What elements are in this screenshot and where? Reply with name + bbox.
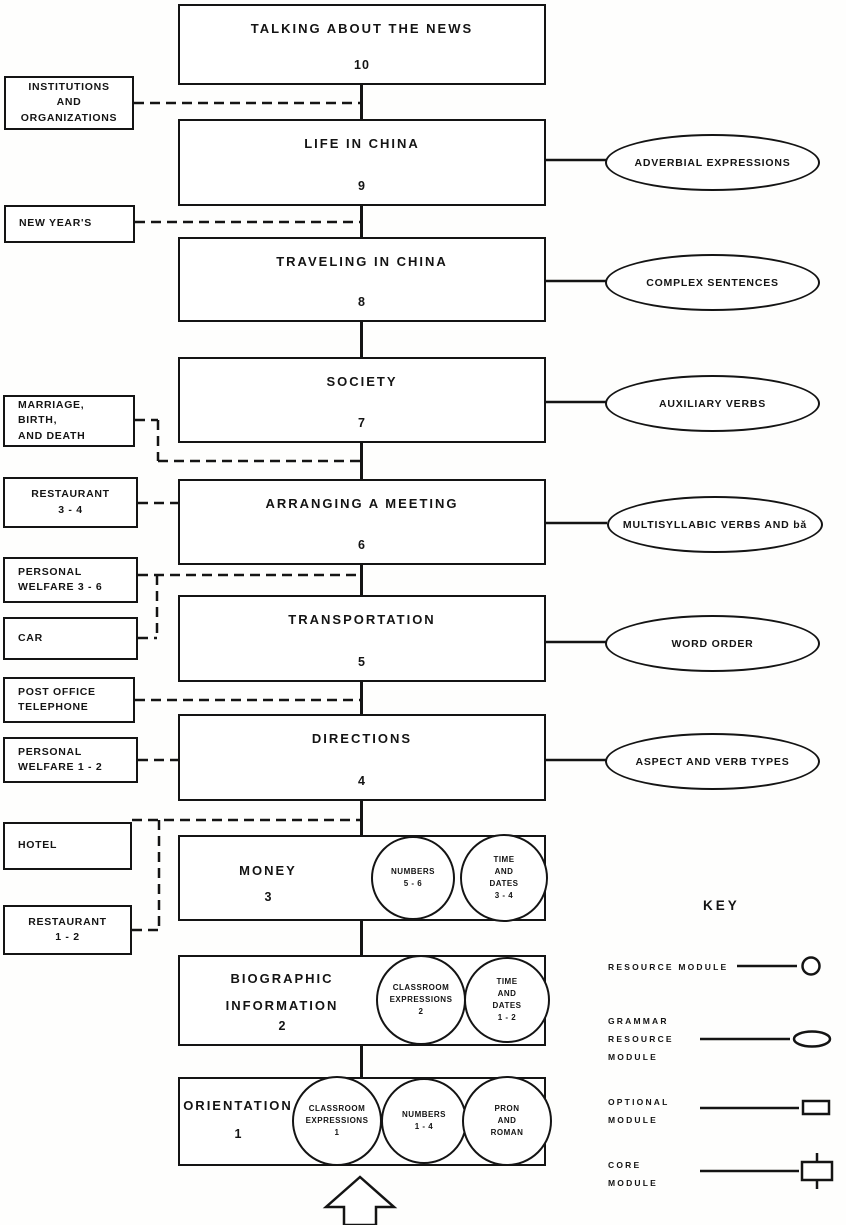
core-module-number: 6 <box>358 538 366 552</box>
core-module-number: 7 <box>358 416 366 430</box>
optional-module-label: CAR <box>18 631 43 644</box>
core-module-title: DIRECTIONS <box>311 731 413 746</box>
core-module-title-block: MONEY 3 <box>208 857 328 904</box>
entry-arrow <box>322 1175 398 1225</box>
grammar-module-label: MULTISYLLABIC VERBS AND bǎ <box>622 518 808 531</box>
grammar-module-label: AUXILIARY VERBS <box>658 397 767 410</box>
core-module-number: 4 <box>358 774 366 788</box>
grammar-module-label: ASPECT AND VERB TYPES <box>635 755 790 768</box>
core-module-number: 2 <box>278 1019 286 1033</box>
grammar-module-label: ADVERBIAL EXPRESSIONS <box>634 156 791 169</box>
core-module-title: SOCIETY <box>326 374 398 389</box>
key-title: KEY <box>703 898 740 913</box>
core-module-title: TRANSPORTATION <box>288 612 436 627</box>
core-module-9: LIFE IN CHINA 9 <box>178 119 546 206</box>
optional-connectors <box>132 101 361 932</box>
core-module-8: TRAVELING IN CHINA 8 <box>178 237 546 322</box>
core-module-7: SOCIETY 7 <box>178 357 546 443</box>
optional-module-label: HOTEL <box>18 839 58 852</box>
core-module-title: TALKING ABOUT THE NEWS <box>250 21 474 36</box>
optional-module-car: CAR <box>3 617 138 660</box>
optional-module-new-years: NEW YEAR'S <box>4 205 135 243</box>
core-module-6: ARRANGING A MEETING 6 <box>178 479 546 565</box>
core-module-title: LIFE IN CHINA <box>304 136 420 151</box>
core-module-number: 1 <box>234 1127 242 1141</box>
grammar-module-adverbial-expressions: ADVERBIAL EXPRESSIONS <box>605 134 820 191</box>
core-module-title: ARRANGING A MEETING <box>265 496 459 511</box>
grammar-module-word-order: WORD ORDER <box>605 615 820 672</box>
grammar-module-auxiliary-verbs: AUXILIARY VERBS <box>605 375 820 432</box>
core-module-number: 3 <box>264 890 272 904</box>
grammar-connectors <box>546 158 607 762</box>
core-module-symbol <box>800 1160 834 1182</box>
core-module-10: TALKING ABOUT THE NEWS 10 <box>178 4 546 85</box>
core-module-title: MONEY <box>239 863 297 878</box>
grammar-module-complex-sentences: COMPLEX SENTENCES <box>605 254 820 311</box>
grammar-module-label: COMPLEX SENTENCES <box>646 276 779 289</box>
core-module-title: ORIENTATION <box>183 1098 293 1113</box>
core-module-title-block: ORIENTATION 1 <box>182 1092 294 1141</box>
grammar-module-multisyllabic-verbs: MULTISYLLABIC VERBS AND bǎ <box>607 496 823 553</box>
key-item-resource-module: RESOURCE MODULE <box>608 962 729 972</box>
optional-module-label: NEW YEAR'S <box>19 217 92 230</box>
optional-module-label: MARRIAGE,BIRTH,AND DEATH <box>18 399 86 442</box>
core-module-number: 8 <box>358 295 366 309</box>
key-symbols <box>700 956 834 1189</box>
grammar-module-label: WORD ORDER <box>671 637 754 650</box>
core-module-5: TRANSPORTATION 5 <box>178 595 546 682</box>
optional-module-marriage-birth-death: MARRIAGE,BIRTH,AND DEATH <box>3 395 135 447</box>
core-module-title: TRAVELING IN CHINA <box>276 254 448 269</box>
core-module-4: DIRECTIONS 4 <box>178 714 546 801</box>
grammar-resource-module-symbol <box>792 1030 832 1048</box>
resource-module-symbol <box>801 956 821 976</box>
core-module-number: 10 <box>354 58 370 72</box>
optional-module-symbol <box>801 1099 831 1116</box>
core-module-number: 5 <box>358 655 366 669</box>
grammar-module-aspect-and-verb-types: ASPECT AND VERB TYPES <box>605 733 820 790</box>
core-module-number: 9 <box>358 179 366 193</box>
optional-module-hotel: HOTEL <box>3 822 132 870</box>
